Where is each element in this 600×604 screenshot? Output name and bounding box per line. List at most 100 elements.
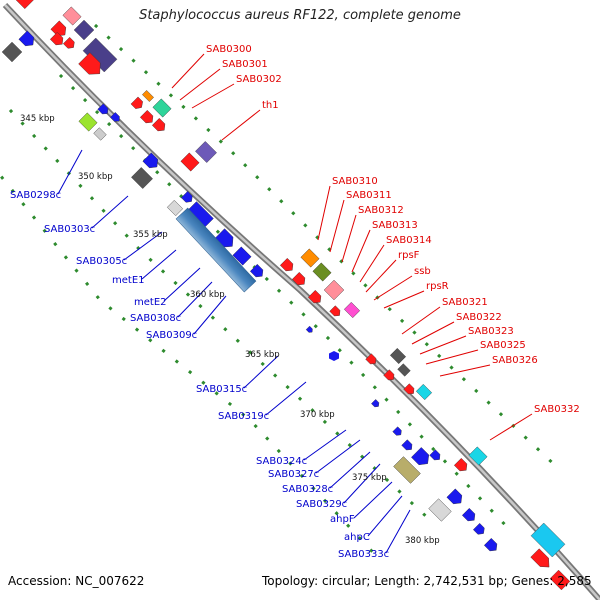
gene-block[interactable] <box>1 41 23 63</box>
gene-block[interactable] <box>195 141 217 163</box>
gene-arrow[interactable] <box>78 52 106 80</box>
label-leader <box>341 214 357 263</box>
scale-label: 360 kbp <box>190 290 225 300</box>
gene-arrow[interactable] <box>18 30 37 49</box>
scale-label: 355 kbp <box>133 230 168 240</box>
gene-block[interactable] <box>549 569 571 591</box>
gene-arrow[interactable] <box>110 112 121 123</box>
gene-arrow[interactable] <box>392 426 404 438</box>
gene-label-reverse[interactable]: SAB0305c <box>76 256 127 267</box>
gene-block[interactable] <box>343 301 361 319</box>
gene-label-forward[interactable]: SAB0314 <box>386 235 432 246</box>
gene-arrow[interactable] <box>142 152 161 171</box>
gene-label-forward[interactable]: SAB0322 <box>456 312 502 323</box>
gene-arrow[interactable] <box>279 257 296 274</box>
gene-block[interactable] <box>232 246 252 266</box>
gene-label-forward[interactable]: SAB0300 <box>206 44 252 55</box>
gene-label-reverse[interactable]: SAB0303c <box>44 224 95 235</box>
scale-label: 365 kbp <box>245 350 280 360</box>
gene-block[interactable] <box>93 127 107 141</box>
gene-arrow[interactable] <box>49 31 66 48</box>
gene-arrow[interactable] <box>371 399 380 408</box>
gene-arrow[interactable] <box>62 36 76 50</box>
gene-arrow[interactable] <box>139 109 156 126</box>
gene-label-forward[interactable]: SAB0301 <box>222 59 268 70</box>
gene-block[interactable] <box>468 446 488 466</box>
gene-marker[interactable] <box>329 351 339 361</box>
gene-block[interactable] <box>323 279 345 301</box>
gene-label-reverse[interactable]: SAB0319c <box>218 411 269 422</box>
gene-arrow[interactable] <box>291 271 308 288</box>
gene-arrow[interactable] <box>461 507 478 524</box>
gene-arrow[interactable] <box>97 103 111 117</box>
gene-arrow[interactable] <box>429 449 443 463</box>
gene-label-forward[interactable]: SAB0313 <box>372 220 418 231</box>
gene-arrow[interactable] <box>483 537 500 554</box>
gene-label-forward[interactable]: th1 <box>262 100 279 111</box>
gene-label-forward[interactable]: SAB0302 <box>236 74 282 85</box>
gene-arrow[interactable] <box>50 20 69 39</box>
gene-label-forward[interactable]: SAB0325 <box>480 340 526 351</box>
gene-arrow[interactable] <box>401 439 415 453</box>
gene-label-reverse[interactable]: metE1 <box>112 275 145 286</box>
gene-label-reverse[interactable]: SAB0309c <box>146 330 197 341</box>
gene-block[interactable] <box>180 152 200 172</box>
gene-label-reverse[interactable]: SAB0327c <box>268 469 319 480</box>
gene-block[interactable] <box>152 98 172 118</box>
gene-block[interactable] <box>78 112 98 132</box>
gene-label-reverse[interactable]: metE2 <box>134 297 167 308</box>
gene-label-forward[interactable]: SAB0310 <box>332 176 378 187</box>
gene-arrow[interactable] <box>151 117 168 134</box>
gene-arrow[interactable] <box>453 457 470 474</box>
gene-label-reverse[interactable]: SAB0329c <box>296 499 347 510</box>
gene-label-forward[interactable]: rpsR <box>426 281 449 292</box>
gene-label-reverse[interactable]: ahpF <box>330 514 355 525</box>
gene-arrow[interactable] <box>446 488 465 507</box>
gene-block[interactable] <box>62 6 82 26</box>
gene-label-reverse[interactable]: SAB0315c <box>196 384 247 395</box>
gene-block[interactable] <box>8 0 36 10</box>
gene-label-reverse[interactable]: SAB0333c <box>338 549 389 560</box>
gene-label-reverse[interactable]: SAB0298c <box>10 190 61 201</box>
gene-block-large[interactable] <box>175 207 257 293</box>
gene-label-forward[interactable]: SAB0323 <box>468 326 514 337</box>
gene-block[interactable] <box>393 456 421 484</box>
gene-block[interactable] <box>397 363 411 377</box>
gene-label-reverse[interactable]: SAB0328c <box>282 484 333 495</box>
gene-arrow[interactable] <box>130 96 145 111</box>
gene-arrow[interactable] <box>530 548 554 572</box>
gene-block[interactable] <box>300 248 320 268</box>
gene-block[interactable] <box>73 19 95 41</box>
gene-block[interactable] <box>312 262 332 282</box>
gene-label-forward[interactable]: SAB0311 <box>346 190 392 201</box>
gene-block[interactable] <box>142 90 154 102</box>
gene-label-forward[interactable]: rpsF <box>398 250 420 261</box>
gene-block[interactable] <box>428 498 452 522</box>
gene-label-reverse[interactable]: SAB0308c <box>130 313 181 324</box>
gene-label-reverse[interactable]: SAB0324c <box>256 456 307 467</box>
gene-label-forward[interactable]: ssb <box>414 266 431 277</box>
gene-block[interactable] <box>389 347 407 365</box>
gene-block[interactable] <box>530 522 566 558</box>
gene-arrow[interactable] <box>403 383 417 397</box>
gene-block[interactable] <box>131 167 153 189</box>
gene-label-forward[interactable]: SAB0332 <box>534 404 580 415</box>
gene-block[interactable] <box>166 199 184 217</box>
gene-arrow[interactable] <box>383 369 397 383</box>
gene-arrow[interactable] <box>180 190 194 204</box>
gene-arrow[interactable] <box>329 305 343 319</box>
gene-arrow[interactable] <box>249 263 266 280</box>
gene-arrow[interactable] <box>472 522 486 536</box>
gene-label-reverse[interactable]: ahpC <box>344 532 370 543</box>
label-leader <box>221 109 261 141</box>
gene-label-forward[interactable]: SAB0321 <box>442 297 488 308</box>
gene-label-forward[interactable]: SAB0326 <box>492 355 538 366</box>
gene-block[interactable] <box>415 383 433 401</box>
gene-arrow[interactable] <box>411 447 432 468</box>
gene-arrow[interactable] <box>307 289 324 306</box>
gene-arrow[interactable] <box>365 353 379 367</box>
gene-arrow[interactable] <box>305 325 314 334</box>
gene-label-forward[interactable]: SAB0312 <box>358 205 404 216</box>
